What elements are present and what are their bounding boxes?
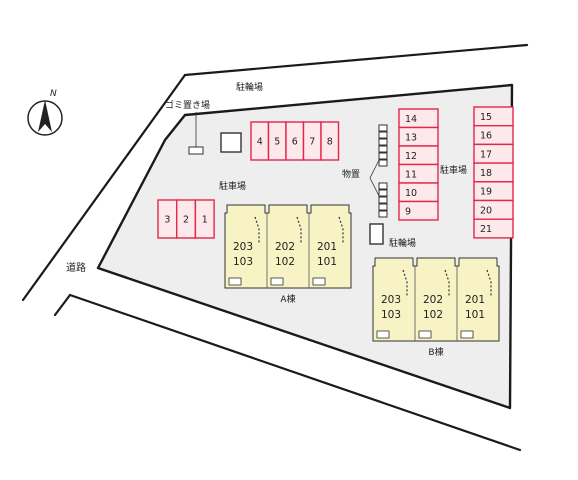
compass-north-label: N — [50, 89, 57, 99]
entrance-box — [228, 277, 242, 286]
parking-space-number: 13 — [405, 132, 417, 143]
parking-space-number: 7 — [309, 137, 315, 148]
parking-space — [194, 199, 215, 239]
entrance-box — [270, 277, 284, 286]
stair-icon — [486, 269, 492, 296]
road-lines — [21, 43, 529, 452]
storage-shed — [378, 138, 388, 146]
parking-space-number: 11 — [405, 169, 417, 180]
parking-center-label: 駐車場 — [219, 180, 246, 192]
unit-number-upper: 201 — [317, 241, 337, 253]
parking-space-number: 18 — [480, 168, 492, 179]
parking-space-number: 3 — [164, 215, 170, 226]
building-name: A棟 — [280, 293, 295, 305]
garbage-label: ゴミ置き場 — [165, 99, 210, 111]
storage-shed — [378, 159, 388, 167]
parking-space-number: 6 — [292, 137, 298, 148]
road-line-bottom — [68, 293, 522, 452]
compass-needle-icon — [38, 100, 52, 132]
stair-icon — [338, 216, 344, 243]
building-outline — [372, 257, 500, 342]
unit-number-upper: 202 — [275, 241, 295, 253]
parking-right-label: 駐車場 — [440, 164, 467, 176]
storage-stack-top — [378, 124, 388, 167]
parking-space-number: 8 — [327, 137, 333, 148]
compass: N — [27, 89, 63, 136]
storage-shed — [378, 152, 388, 160]
storage-label: 物置 — [342, 168, 360, 180]
stair-icon — [444, 269, 450, 296]
bike-parking-top-label: 駐輪場 — [236, 81, 263, 93]
parking-space-number: 9 — [405, 206, 411, 217]
building-outline — [224, 204, 352, 289]
stair-icon — [296, 216, 302, 243]
unit-number-lower: 103 — [381, 309, 401, 321]
parking-space-number: 19 — [480, 187, 492, 198]
parking-space-number: 5 — [274, 137, 280, 148]
bike-parking-right-label: 駐輪場 — [389, 237, 416, 249]
parking-space-number: 17 — [480, 149, 492, 160]
unit-number-upper: 202 — [423, 294, 443, 306]
bike-parking-top — [220, 132, 242, 153]
unit-number-lower: 102 — [275, 256, 295, 268]
parking-space-number: 4 — [257, 137, 263, 148]
building-name: B棟 — [428, 346, 443, 358]
storage-shed — [378, 182, 388, 190]
stair-icon — [254, 216, 260, 243]
road-label: 道路 — [66, 261, 86, 274]
storage-stack-bottom — [378, 182, 388, 218]
entrance-box — [460, 330, 474, 339]
storage-shed — [378, 189, 388, 197]
parking-space-number: 21 — [480, 224, 492, 235]
parking-space-number: 12 — [405, 151, 417, 162]
parking-space-number: 20 — [480, 205, 492, 216]
parking-space-number: 10 — [405, 188, 417, 199]
storage-shed — [378, 131, 388, 139]
storage-shed — [378, 203, 388, 211]
unit-number-lower: 103 — [233, 256, 253, 268]
storage-leader-line — [369, 159, 380, 197]
bike-parking-right — [369, 223, 384, 245]
parking-space — [398, 200, 439, 221]
storage-shed — [378, 124, 388, 132]
entrance-box — [418, 330, 432, 339]
entrance-box — [376, 330, 390, 339]
entrance-box — [312, 277, 326, 286]
garbage-area — [188, 146, 204, 155]
storage-shed — [378, 145, 388, 153]
road-line-top — [183, 43, 529, 77]
parking-space — [320, 121, 340, 161]
unit-number-lower: 102 — [423, 309, 443, 321]
storage-shed — [378, 196, 388, 204]
stair-icon — [402, 269, 408, 296]
parking-space — [473, 218, 514, 239]
road-line-left-outer — [21, 73, 187, 302]
parking-space-number: 2 — [183, 215, 189, 226]
parking-space-number: 14 — [405, 114, 417, 125]
unit-number-lower: 101 — [317, 256, 337, 268]
unit-number-upper: 203 — [381, 294, 401, 306]
unit-number-upper: 203 — [233, 241, 253, 253]
parking-space-number: 16 — [480, 131, 492, 142]
parking-space-number: 1 — [202, 215, 208, 226]
storage-shed — [378, 210, 388, 218]
unit-number-upper: 201 — [465, 294, 485, 306]
road-line-bottom-left — [53, 293, 72, 317]
parking-space-number: 15 — [480, 112, 492, 123]
unit-number-lower: 101 — [465, 309, 485, 321]
